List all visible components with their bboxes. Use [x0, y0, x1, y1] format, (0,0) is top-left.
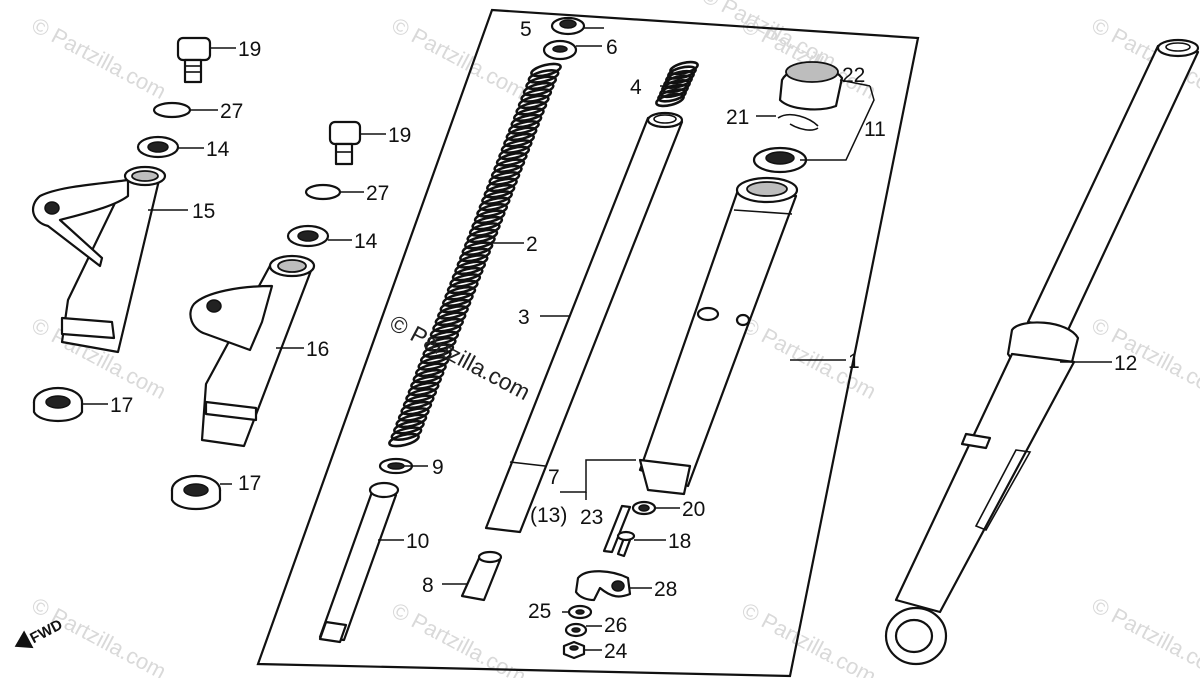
- callout-27: 27: [366, 182, 389, 205]
- watermark-tile: © Partzilla.com: [388, 12, 531, 104]
- callout-22: 22: [842, 64, 865, 87]
- part-seal-14a: [136, 135, 180, 159]
- callout-12: 12: [1114, 352, 1137, 375]
- part-cap-5: [550, 16, 586, 36]
- callout-21: 21: [726, 106, 749, 129]
- callout-10: 10: [406, 530, 429, 553]
- part-nut-24: [562, 640, 586, 660]
- part-washer-26: [564, 622, 588, 638]
- callout-20: 20: [682, 498, 705, 521]
- callout-26: 26: [604, 614, 627, 637]
- watermark-tile: © Partzilla.com: [1088, 592, 1200, 678]
- part-bearing-17b: [170, 474, 222, 511]
- part-clip-21: [777, 113, 819, 131]
- assembly-outline: [256, 8, 920, 678]
- callout-labels: 19 27 14 15 17 19 27 14 16 17 5 6 4 2 3 …: [110, 18, 1137, 663]
- callout-7: 7: [548, 466, 560, 489]
- callout-17: 17: [110, 394, 133, 417]
- callout-9: 9: [432, 456, 444, 479]
- watermark-tile: © Partzilla.com: [388, 597, 531, 678]
- callout-17: 17: [238, 472, 261, 495]
- part-fork-assembly-12: [884, 38, 1200, 666]
- part-oring-27a: [152, 101, 192, 119]
- watermark-tile: © Partzilla.com: [28, 12, 171, 104]
- part-washer-25: [567, 604, 593, 620]
- part-axle-holder-28: [574, 570, 632, 602]
- callout-1: 1: [848, 350, 860, 373]
- callout-6: 6: [606, 36, 618, 59]
- part-lock-piece-8: [460, 550, 503, 602]
- callout-25: 25: [528, 600, 551, 623]
- callout-18: 18: [668, 530, 691, 553]
- callout-15: 15: [192, 200, 215, 223]
- callout-24: 24: [604, 640, 628, 663]
- part-bolt-18: [616, 530, 636, 558]
- part-inner-tube-3: [484, 111, 684, 534]
- part-slider-7: [638, 176, 799, 496]
- callout-13: (13): [530, 504, 567, 527]
- watermark-tile: © Partzilla.com: [1088, 312, 1200, 404]
- leader-lines: [82, 27, 1112, 651]
- part-spring-2: [388, 62, 562, 448]
- callout-5: 5: [520, 18, 532, 41]
- callout-28: 28: [654, 578, 677, 601]
- callout-19: 19: [238, 38, 261, 61]
- part-oring-27b: [304, 183, 342, 201]
- part-nut-20: [631, 500, 657, 516]
- callout-14: 14: [354, 230, 378, 253]
- part-oil-seal-11: [752, 146, 808, 174]
- callout-4: 4: [630, 76, 642, 99]
- callout-16: 16: [306, 338, 329, 361]
- part-stud-23: [602, 504, 632, 554]
- callout-23: 23: [580, 506, 603, 529]
- callout-27: 27: [220, 100, 243, 123]
- part-damper-rod-10: [318, 481, 400, 644]
- part-bracket-16: [189, 254, 316, 448]
- arrow-icon: [14, 630, 34, 649]
- part-bearing-17a: [32, 386, 84, 423]
- part-bracket-15: [31, 165, 167, 354]
- callout-19: 19: [388, 124, 411, 147]
- callout-3: 3: [518, 306, 530, 329]
- part-bolt-19b: [328, 120, 362, 166]
- part-washer-6: [542, 39, 578, 61]
- callout-11: 11: [864, 118, 886, 141]
- part-dust-cap-22: [778, 61, 844, 111]
- watermark-tile: © Partzilla.com: [738, 597, 881, 678]
- callout-8: 8: [422, 574, 434, 597]
- callout-2: 2: [526, 233, 538, 256]
- callout-14: 14: [206, 138, 230, 161]
- part-bolt-19a: [176, 36, 212, 84]
- part-seal-14b: [286, 224, 330, 248]
- part-spring-4: [655, 60, 699, 108]
